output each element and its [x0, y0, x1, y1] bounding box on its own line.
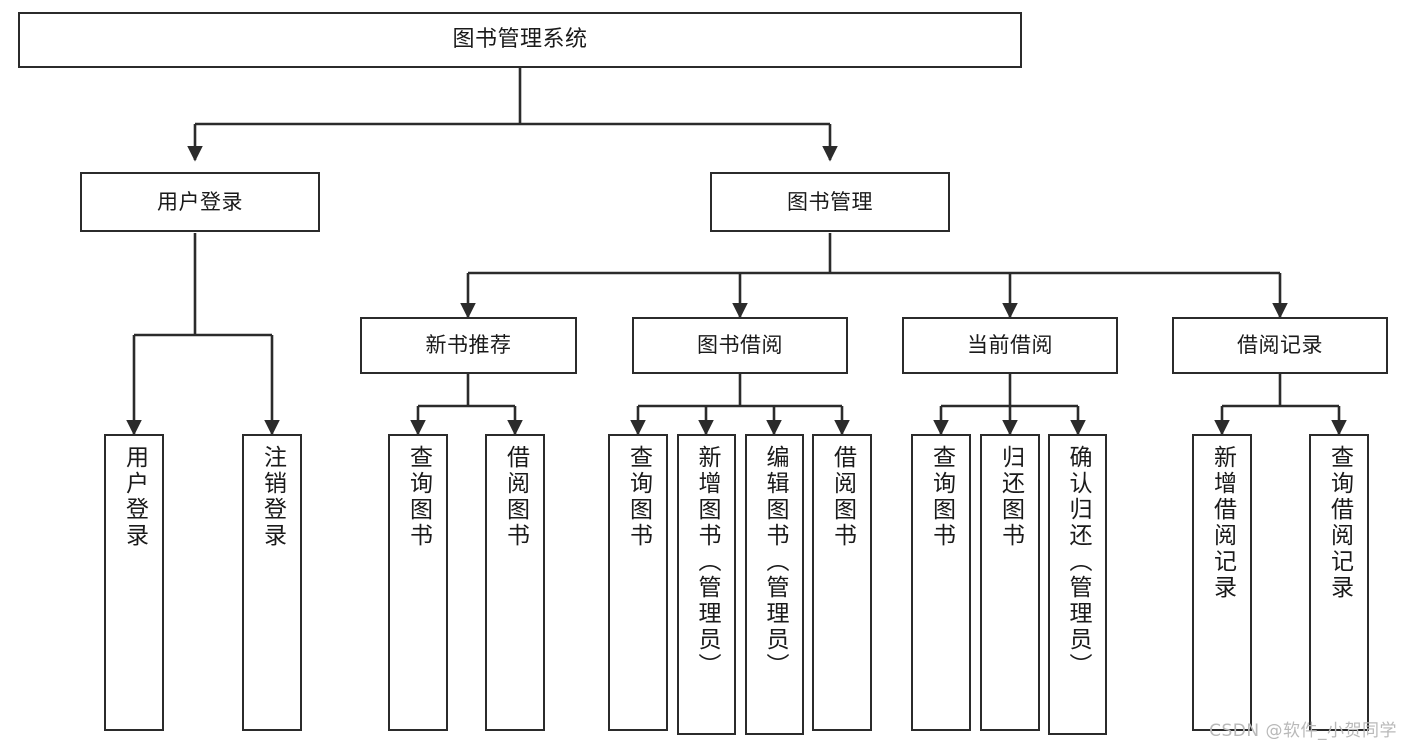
node-user-login[interactable]: 用户登录 [80, 172, 320, 232]
node-new-book-recommend-label: 新书推荐 [425, 333, 512, 358]
leaf-logout[interactable]: 注销登录 [242, 434, 302, 731]
leaf-edit-book-label: 编辑图书（管理员） [762, 445, 788, 679]
leaf-add-book[interactable]: 新增图书（管理员） [677, 434, 736, 735]
leaf-return-book[interactable]: 归还图书 [980, 434, 1040, 731]
leaf-add-borrow-record[interactable]: 新增借阅记录 [1192, 434, 1252, 731]
node-new-book-recommend[interactable]: 新书推荐 [360, 317, 577, 374]
node-current-borrow-label: 当前借阅 [967, 333, 1053, 358]
node-book-manage[interactable]: 图书管理 [710, 172, 950, 232]
leaf-query-book-borrow[interactable]: 查询图书 [608, 434, 668, 731]
leaf-query-borrow-record[interactable]: 查询借阅记录 [1309, 434, 1369, 731]
leaf-user-login[interactable]: 用户登录 [104, 434, 164, 731]
node-current-borrow[interactable]: 当前借阅 [902, 317, 1118, 374]
leaf-borrow-book-recommend-label: 借阅图书 [502, 445, 529, 549]
node-book-borrow-label: 图书借阅 [697, 333, 783, 358]
leaf-return-book-label: 归还图书 [997, 445, 1024, 549]
node-book-borrow[interactable]: 图书借阅 [632, 317, 848, 374]
leaf-borrow-book-recommend[interactable]: 借阅图书 [485, 434, 545, 731]
node-book-manage-label: 图书管理 [787, 189, 873, 214]
node-borrow-record-label: 借阅记录 [1237, 333, 1323, 358]
leaf-logout-label: 注销登录 [259, 445, 286, 549]
leaf-borrow-book[interactable]: 借阅图书 [812, 434, 872, 731]
leaf-query-book-recommend-label: 查询图书 [405, 445, 432, 549]
node-user-login-label: 用户登录 [157, 189, 243, 214]
node-root[interactable]: 图书管理系统 [18, 12, 1022, 68]
leaf-user-login-label: 用户登录 [121, 445, 148, 549]
csdn-watermark: CSDN @软件_小贺同学 [1209, 721, 1397, 741]
leaf-query-book-current-label: 查询图书 [928, 445, 955, 549]
node-borrow-record[interactable]: 借阅记录 [1172, 317, 1388, 374]
leaf-edit-book[interactable]: 编辑图书（管理员） [745, 434, 804, 735]
leaf-query-book-current[interactable]: 查询图书 [911, 434, 971, 731]
leaf-query-borrow-record-label: 查询借阅记录 [1326, 445, 1353, 601]
leaf-add-book-label: 新增图书（管理员） [694, 445, 720, 679]
node-root-label: 图书管理系统 [452, 27, 588, 53]
leaf-borrow-book-label: 借阅图书 [829, 445, 856, 549]
leaf-query-book-recommend[interactable]: 查询图书 [388, 434, 448, 731]
leaf-query-book-borrow-label: 查询图书 [625, 445, 652, 549]
leaf-confirm-return-label: 确认归还（管理员） [1065, 445, 1091, 679]
leaf-confirm-return[interactable]: 确认归还（管理员） [1048, 434, 1107, 735]
leaf-add-borrow-record-label: 新增借阅记录 [1209, 445, 1236, 601]
